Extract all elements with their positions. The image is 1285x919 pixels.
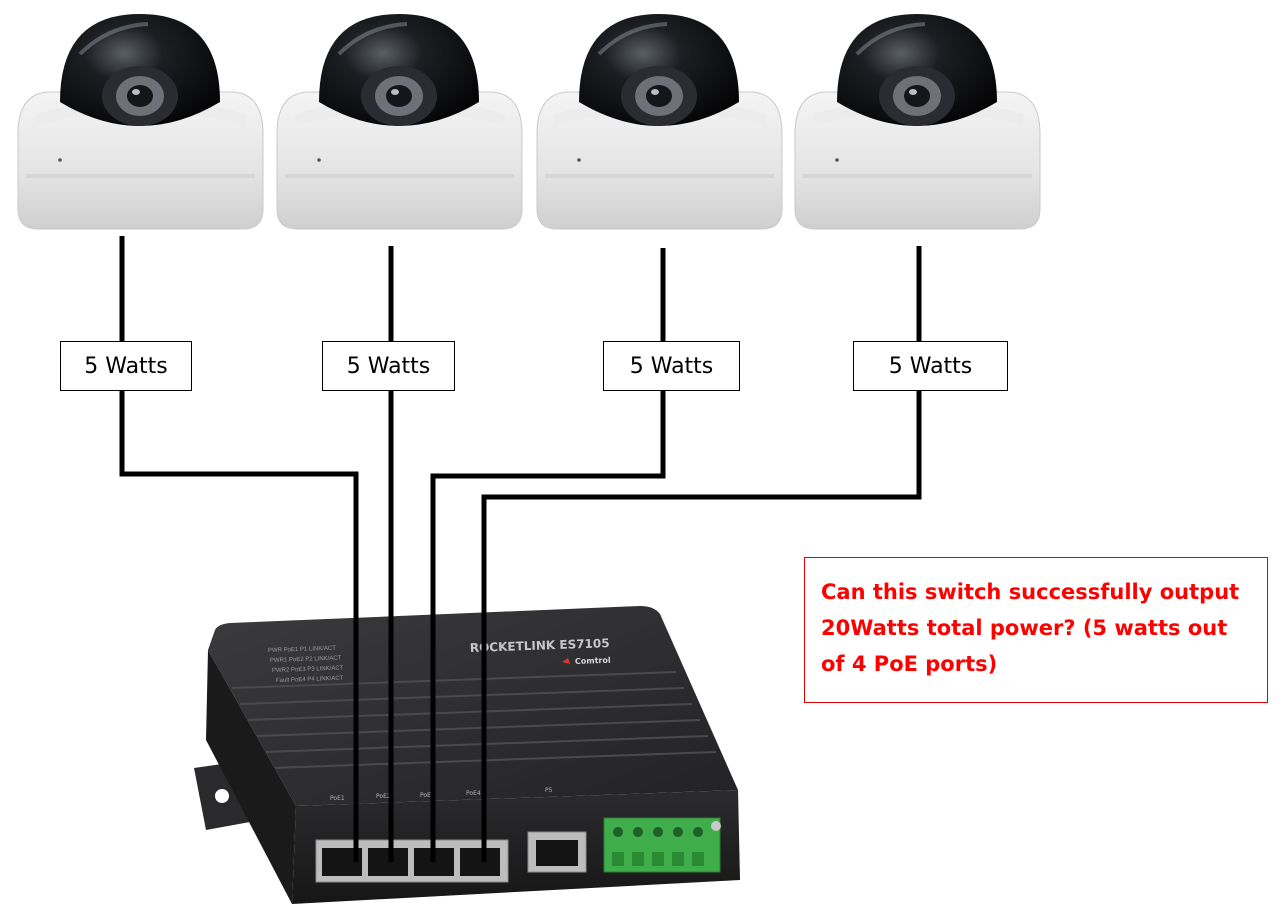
dome-camera-3 <box>535 12 784 231</box>
svg-text:Fault PoE4 P4 LINK/ACT: Fault PoE4 P4 LINK/ACT <box>276 676 344 684</box>
dome-camera-2 <box>275 12 524 231</box>
port-label-5: P5 <box>545 787 553 794</box>
port-label-3: PoE3 <box>420 792 435 799</box>
dome-camera-1 <box>16 12 265 231</box>
power-label-camera-2: 5 Watts <box>322 341 455 391</box>
switch-maker-label: Comtrol <box>575 656 611 666</box>
svg-text:PWR1 PoE2 P2 LINK/ACT: PWR1 PoE2 P2 LINK/ACT <box>270 656 342 664</box>
question-text: Can this switch successfully output 20Wa… <box>821 580 1240 676</box>
poe-port-2[interactable] <box>368 848 408 876</box>
switch-ribs <box>231 671 717 769</box>
poe-port-block <box>315 839 509 883</box>
svg-text:PWR2 PoE3 P3 LINK/ACT: PWR2 PoE3 P3 LINK/ACT <box>272 666 344 674</box>
question-callout: Can this switch successfully output 20Wa… <box>804 557 1268 703</box>
power-label-camera-3: 5 Watts <box>603 341 740 391</box>
port-label-2: PoE2 <box>376 793 391 800</box>
switch-brand-label: ROCKETLINK ES7105 <box>470 636 610 655</box>
mounting-hole <box>215 789 229 803</box>
power-terminal-block <box>603 817 721 873</box>
maker-logo-icon <box>562 658 570 664</box>
power-label-camera-4: 5 Watts <box>853 341 1008 391</box>
power-label-camera-1: 5 Watts <box>60 341 192 391</box>
svg-text:PWR PoE1 P1 LINK/ACT: PWR PoE1 P1 LINK/ACT <box>268 646 337 654</box>
uplink-port[interactable] <box>527 831 587 873</box>
switch-legend: PWR PoE1 P1 LINK/ACT PWR1 PoE2 P2 LINK/A… <box>268 646 344 684</box>
port-label-4: PoE4 <box>466 790 481 797</box>
poe-switch: PWR PoE1 P1 LINK/ACT PWR1 PoE2 P2 LINK/A… <box>194 606 740 904</box>
dome-camera-4 <box>793 12 1042 231</box>
switch-left-side <box>206 650 296 904</box>
port-label-1: PoE1 <box>330 795 345 802</box>
poe-port-4[interactable] <box>460 848 500 876</box>
